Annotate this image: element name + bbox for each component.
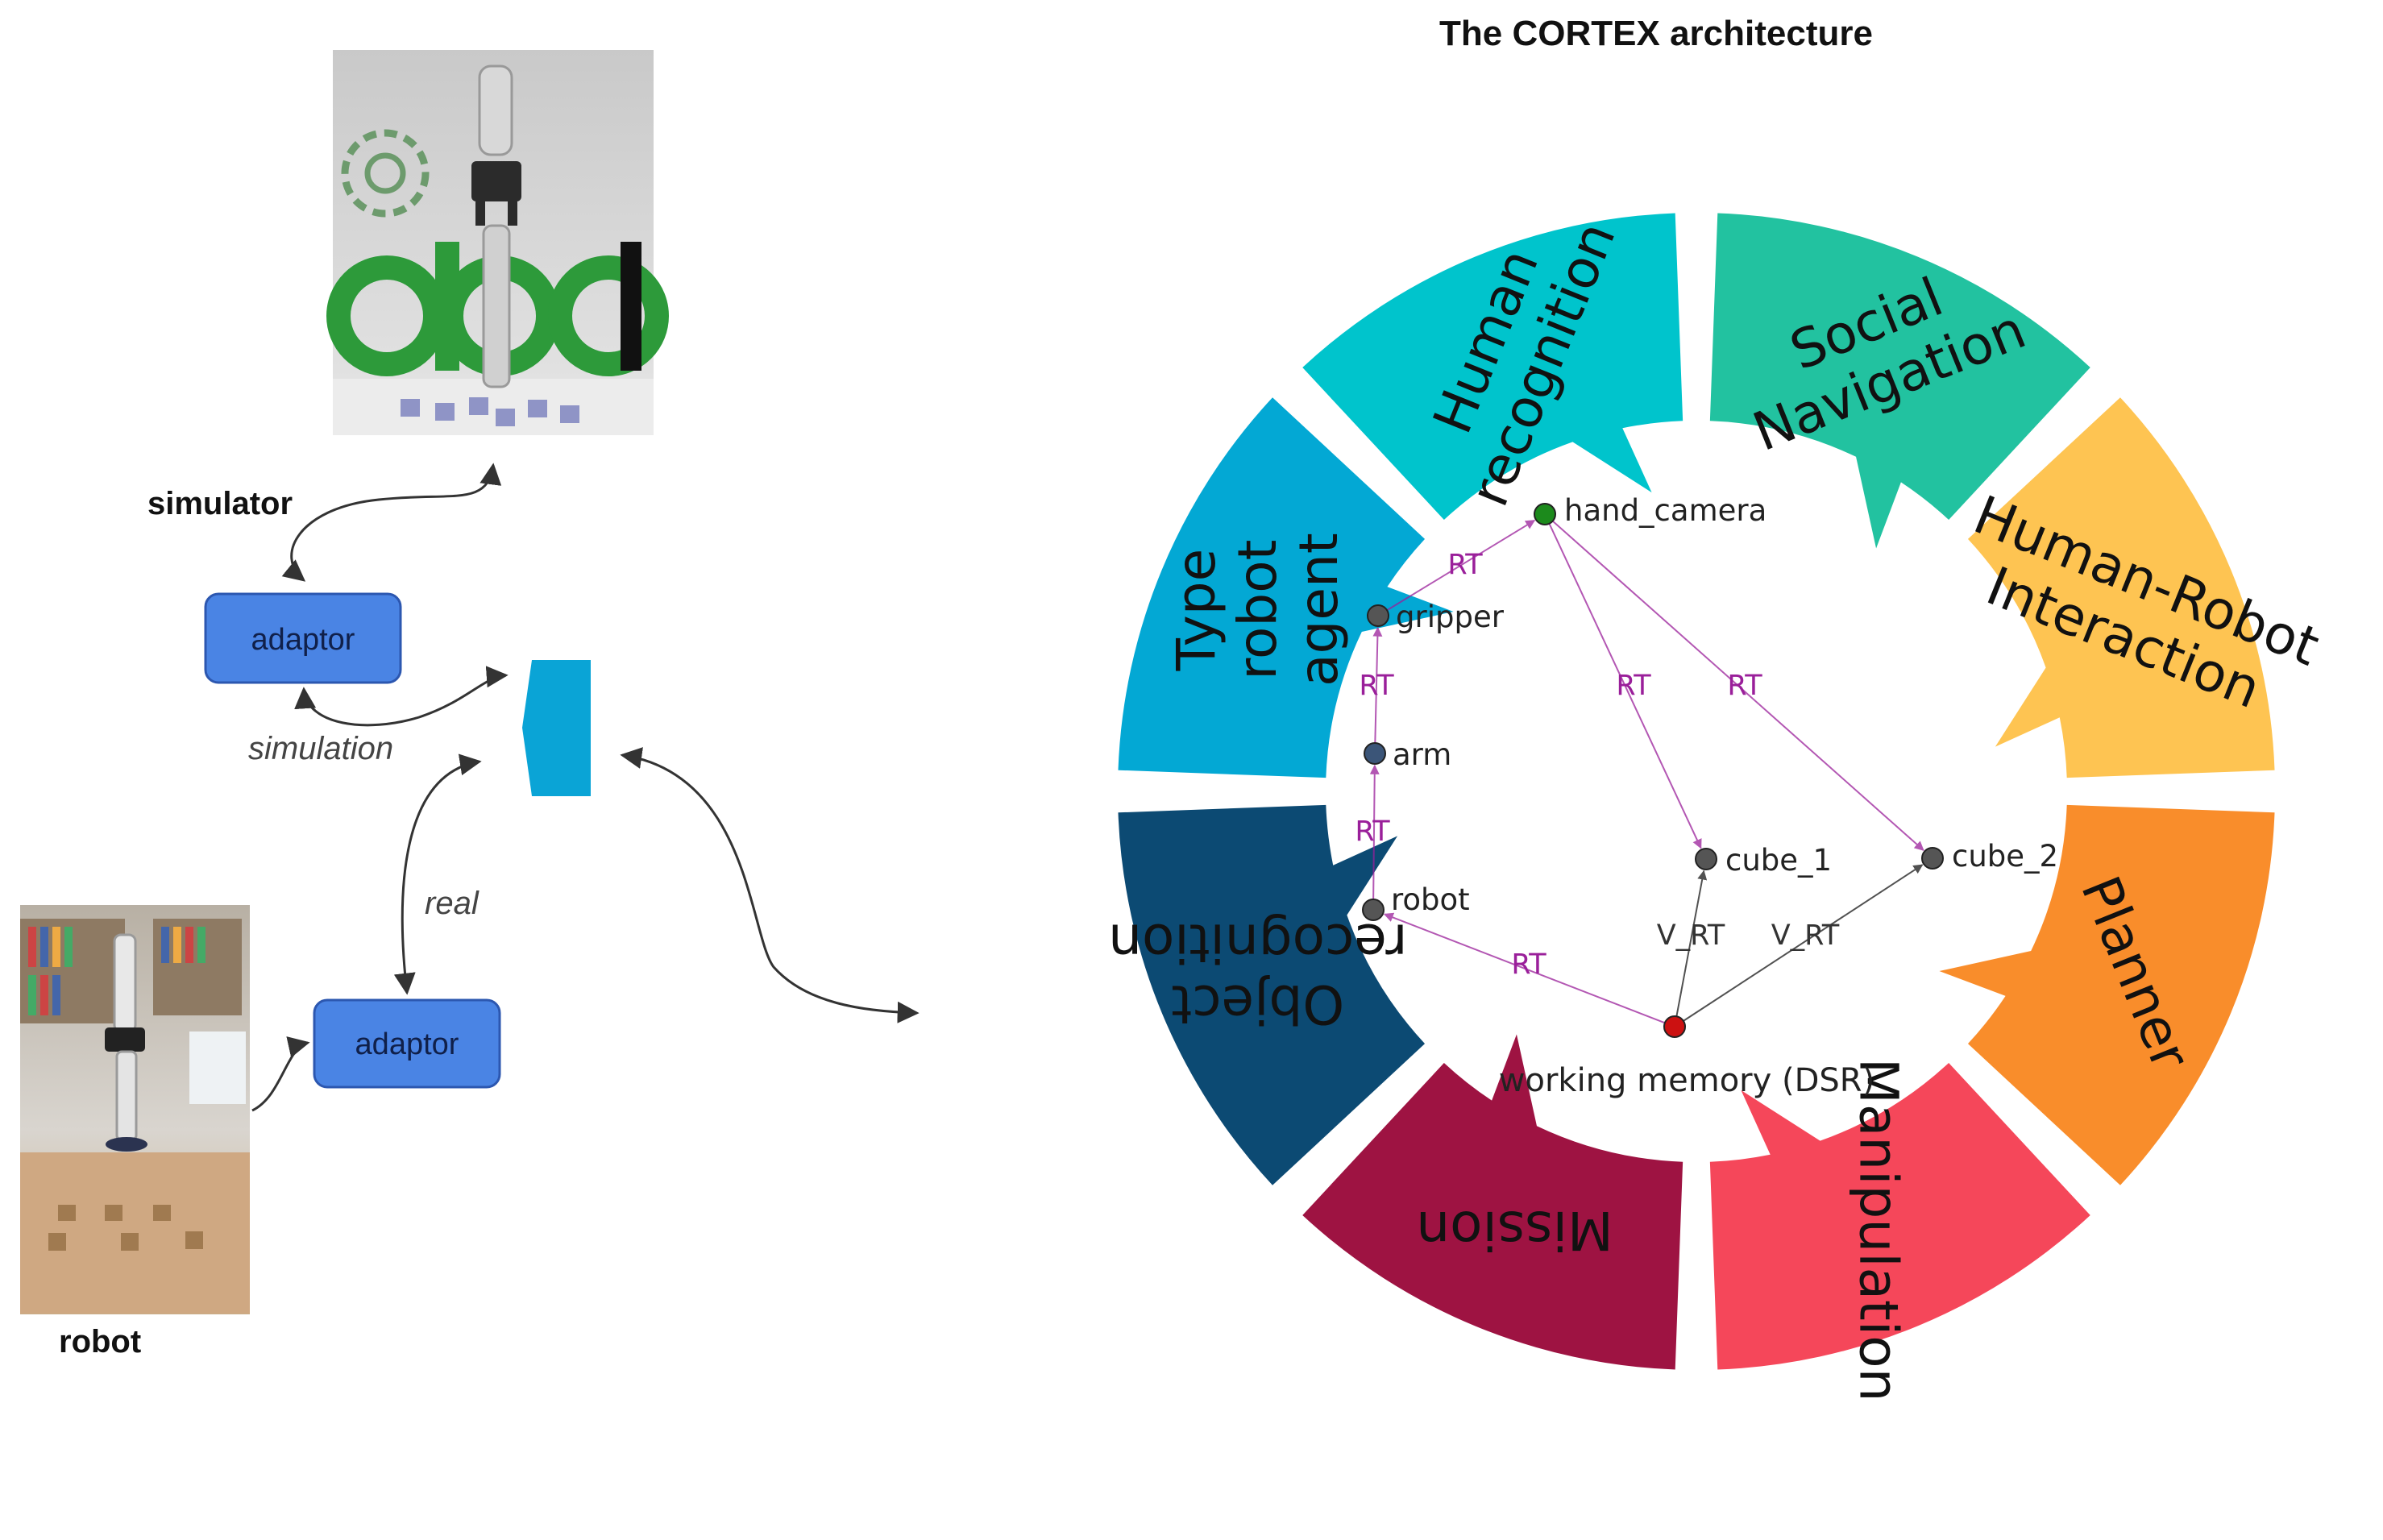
graph-node-label: arm [1393, 737, 1451, 772]
ring-label-mission: Mission [1416, 1199, 1613, 1261]
hub-ring-link [620, 747, 920, 1023]
graph-node-label: hand_camera [1564, 493, 1766, 528]
graph-edge-arm-gripper [1372, 626, 1383, 744]
diagram-title: The CORTEX architecture [1439, 14, 1873, 53]
ring-segment-type-robot-agent [1118, 397, 1454, 778]
graph-node-robot [1362, 899, 1385, 921]
graph-node-hand-camera [1534, 503, 1556, 525]
graph-edge-world-cube_1 [1675, 870, 1708, 1017]
graph-edge-hand_camera-cube_2 [1552, 520, 1924, 851]
graph-edge-label: RT [1355, 816, 1390, 848]
graph-edge-world-cube_2 [1683, 864, 1924, 1022]
ring-segment-object-recognition [1118, 804, 1426, 1185]
graph-node-label: cube_1 [1725, 843, 1832, 878]
graph-edge-label: RT [1511, 948, 1546, 981]
graph-edge-label: V_RT [1657, 919, 1725, 952]
simulator-image [326, 50, 669, 435]
graph-edge-hand_camera-cube_1 [1548, 523, 1702, 849]
real-robot-image [20, 905, 250, 1314]
ring-label-line: Mission [1416, 1199, 1613, 1261]
dsr-graph-edges: RT RT RT RT RT RT V_RT V_RT [1355, 519, 1924, 1024]
graph-caption: working memory (DSR) [1499, 1062, 1874, 1099]
ring-segment-human-recognition [1302, 213, 1683, 521]
graph-edge-label: RT [1359, 670, 1394, 702]
graph-edge-label: RT [1447, 549, 1483, 581]
cortex-ring: SocialNavigationHuman-RobotInteractionPl… [1108, 213, 2327, 1402]
real-label: real [425, 886, 480, 921]
graph-node-arm [1364, 742, 1386, 765]
graph-node-label: cube_2 [1952, 839, 2058, 874]
graph-node-cube-1 [1695, 848, 1717, 870]
ring-segment-manipulation [1709, 1062, 2090, 1370]
robot-adaptor-link [251, 1036, 310, 1112]
ring-label-line: Object [1171, 973, 1344, 1035]
graph-edge-gripper-hand_camera [1386, 519, 1536, 612]
ring-segment-mission [1302, 1034, 1683, 1370]
sim-adaptor-link [281, 463, 502, 582]
simulation-link [294, 666, 509, 727]
ring-label-line: robot [1227, 539, 1289, 679]
adaptor-bottom-label: adaptor [355, 1027, 459, 1061]
graph-edge-world-robot [1383, 912, 1666, 1024]
ring-segment-human-robot-interaction [1967, 397, 2275, 778]
real-link [393, 753, 482, 995]
ring-segment-social-navigation [1709, 213, 2090, 549]
graph-edge-label: RT [1616, 670, 1651, 702]
ring-label-line: Manipulation [1847, 1058, 1909, 1402]
ring-label-line: recognition [1108, 911, 1407, 973]
ring-label-line: agent [1288, 533, 1350, 687]
ring-segment-planner [1939, 804, 2275, 1185]
graph-edge-label: V_RT [1771, 919, 1840, 952]
graph-edge-label: RT [1727, 670, 1762, 702]
graph-node-label: gripper [1396, 600, 1505, 634]
graph-node-label: robot [1391, 882, 1470, 917]
graph-node-cube-2 [1921, 847, 1944, 870]
robot-label: robot [59, 1324, 141, 1359]
ring-label-manipulation: Manipulation [1847, 1058, 1909, 1402]
graph-node-gripper [1367, 604, 1389, 627]
bridge-hub-shape [522, 660, 591, 796]
simulator-label: simulator [147, 486, 293, 521]
simulation-label: simulation [248, 731, 393, 766]
adaptor-top-box: adaptor [204, 592, 402, 684]
adaptor-top-label: adaptor [251, 623, 355, 657]
ring-label-line: Type [1165, 549, 1227, 672]
adaptor-bottom-box: adaptor [313, 998, 501, 1089]
graph-edge-robot-arm [1369, 764, 1380, 900]
graph-node-world [1663, 1015, 1686, 1038]
